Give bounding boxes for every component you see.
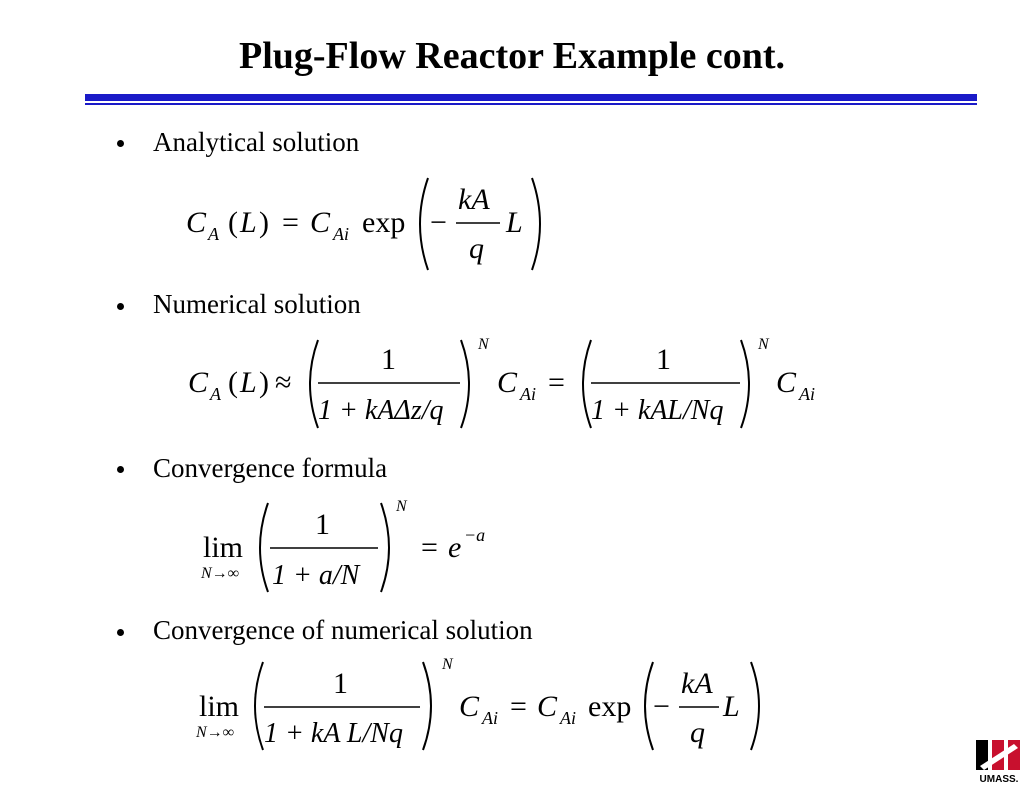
eq1-den-q: q [469,232,484,265]
eq1-sub-Ai: Ai [332,224,349,244]
eq1-minus: − [430,206,447,239]
eq4-L: L [722,690,740,723]
eq2-C-rhs: C [776,366,797,399]
eq4-C-rhs: C [537,690,558,723]
eq4-lim: lim [199,690,239,723]
eq4-exp: exp [588,690,631,723]
bullet-dot [117,303,124,310]
eq1-exp: exp [362,206,405,239]
bullet-analytical-solution: Analytical solution [153,127,360,157]
bullet-convergence-of-numerical-solution: Convergence of numerical solution [153,615,533,645]
eq3-lim: lim [203,531,243,564]
eq3-e: e [448,531,461,564]
eq2-sup-N-2: N [757,336,770,353]
eq1-sub-A: A [207,224,220,244]
eq2-big-rparen-1 [460,339,470,429]
eq4-C: C [459,690,480,723]
eq2-equals: = [548,366,565,399]
eq2-approx: ≈ [275,366,291,399]
eq2-big-lparen-2 [582,339,592,429]
eq4-num-kA: kA [681,667,713,700]
eq4-big-lparen [254,661,264,751]
eq3-big-lparen [259,502,269,593]
eq1-C-rhs: C [310,206,331,239]
eq2-rparen: ) [259,366,269,399]
slide-title: Plug-Flow Reactor Example cont. [239,35,785,77]
bullet-convergence-formula: Convergence formula [153,453,388,483]
umass-logo-icon [976,740,1020,770]
eq4-sub-Ai-rhs: Ai [559,708,576,728]
eq1-lparen: ( [228,206,238,239]
eq2-big-lparen-1 [309,339,319,429]
eq4-big-rparen [422,661,432,751]
eq4-equals: = [510,690,527,723]
eq3-num-1: 1 [315,508,330,541]
bullet-numerical-solution: Numerical solution [153,289,361,319]
bullet-dot [117,466,124,473]
eq3-sup-neg-a: −a [464,525,485,545]
eq1-L: L [239,206,257,239]
bullet-dot [117,629,124,636]
eq1-num-kA: kA [458,183,490,216]
eq1-L-rhs: L [505,206,523,239]
eq1-equals: = [282,206,299,239]
eq3-sup-N: N [395,498,408,515]
eq1-rparen: ) [259,206,269,239]
eq4-minus: − [653,690,670,723]
eq2-num-2: 1 [656,343,671,376]
eq2-lparen: ( [228,366,238,399]
eq2-den-2: 1 + kAL/Nq [591,395,723,426]
umass-logo-text: UMASS. [979,774,1019,785]
eq4-big-lparen-2 [644,661,654,751]
eq4-lim-sub: N→∞ [195,724,234,741]
eq2-C: C [188,366,209,399]
eq2-sub-Ai-rhs: Ai [798,384,815,404]
eq3-lim-sub: N→∞ [200,565,239,582]
eq2-sub-A: A [209,384,222,404]
eq1-C: C [186,206,207,239]
bullet-dot [117,140,124,147]
eq3-big-rparen [380,502,390,593]
eq2-sup-N-1: N [477,336,490,353]
eq2-C-mid: C [497,366,518,399]
eq2-den-1: 1 + kAΔz/q [318,395,444,426]
eq2-L: L [239,366,257,399]
eq4-num-1: 1 [333,667,348,700]
eq3-equals: = [421,531,438,564]
eq2-sub-Ai-mid: Ai [519,384,536,404]
eq2-num-1: 1 [381,343,396,376]
eq4-den-q: q [690,716,705,749]
eq1-big-lparen [419,177,429,271]
eq4-sup-N: N [441,656,454,673]
title-divider-thin [85,103,977,105]
eq4-den: 1 + kA L/Nq [264,718,403,749]
eq2-big-rparen-2 [740,339,750,429]
eq3-den: 1 + a/N [272,560,361,591]
eq4-sub-Ai: Ai [481,708,498,728]
eq1-big-rparen [531,177,541,271]
title-divider-thick [85,94,977,101]
eq4-big-rparen-2 [750,661,760,751]
